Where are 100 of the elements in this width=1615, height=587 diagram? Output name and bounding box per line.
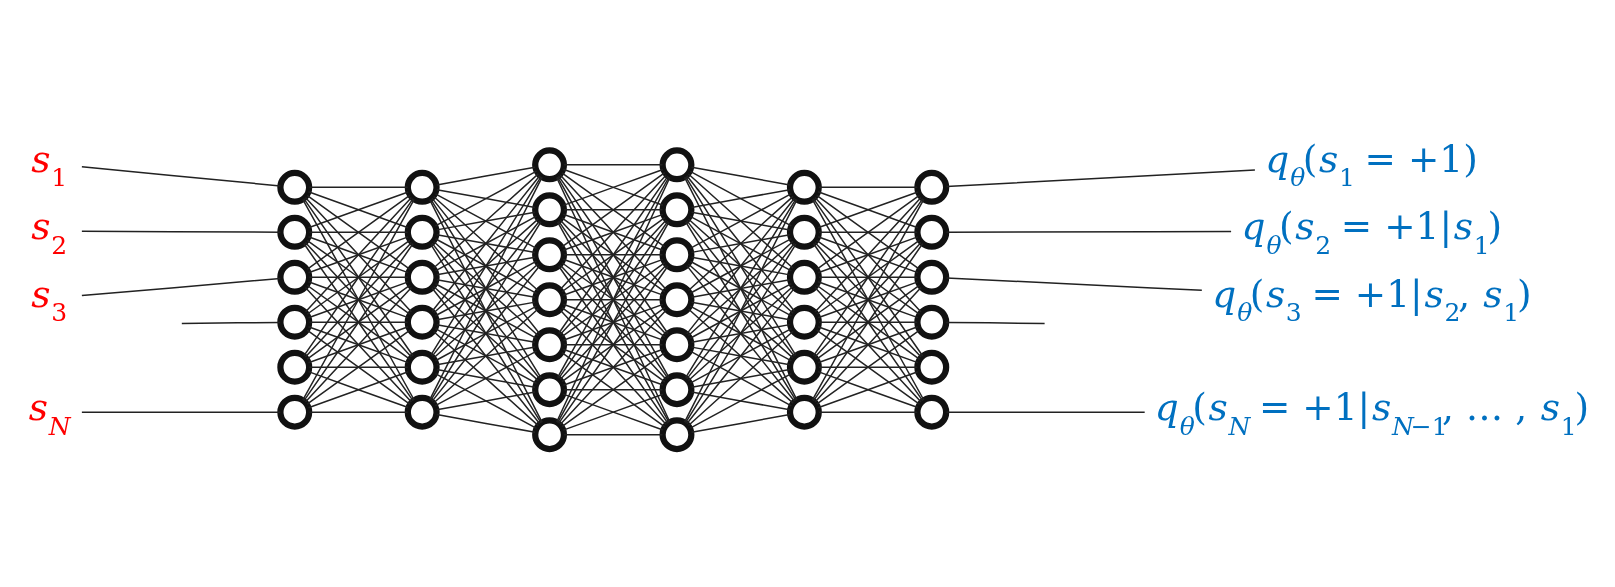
connector — [814, 196, 922, 313]
connector — [436, 256, 536, 276]
node-circle — [404, 304, 440, 340]
connector — [436, 166, 536, 186]
connector — [563, 209, 664, 211]
connector — [81, 411, 282, 413]
connector — [434, 170, 538, 227]
connector — [304, 286, 413, 403]
connector — [81, 277, 282, 297]
connector — [436, 211, 536, 231]
node-circle — [786, 349, 822, 385]
connector — [557, 175, 669, 335]
connector — [690, 413, 791, 433]
node-circle — [659, 417, 695, 453]
node-circle — [914, 349, 950, 385]
connector — [308, 186, 409, 189]
connector — [431, 175, 541, 313]
connector — [432, 218, 540, 314]
connector — [814, 286, 922, 403]
connector — [559, 309, 667, 426]
connector — [687, 195, 794, 292]
node-circle — [277, 304, 313, 340]
node-circle — [404, 394, 440, 430]
connector — [690, 211, 791, 231]
connector — [307, 281, 409, 319]
node-circle — [914, 259, 950, 295]
connector — [430, 220, 542, 401]
node-circle — [532, 147, 568, 183]
connector — [945, 230, 1232, 233]
connector — [689, 372, 793, 429]
connector — [690, 278, 791, 299]
node-circle — [277, 349, 313, 385]
connector — [562, 348, 664, 386]
node-circle — [659, 372, 695, 408]
node-circle — [404, 349, 440, 385]
node-text: s$_{1}$ — [31, 136, 68, 193]
connector — [563, 299, 664, 301]
connector — [436, 301, 536, 321]
connector — [434, 350, 538, 407]
connector — [686, 197, 796, 335]
connector — [434, 327, 538, 385]
connector — [687, 285, 794, 382]
node-text: q$_{θ}$(s$_{1}$ = +1) — [1265, 136, 1478, 193]
connector — [81, 166, 282, 187]
connector — [690, 188, 791, 209]
connector — [431, 219, 541, 358]
connector — [559, 219, 667, 336]
connector — [690, 391, 791, 411]
connector — [814, 241, 922, 358]
connector — [817, 281, 919, 319]
connector — [689, 215, 793, 272]
connector — [690, 166, 791, 186]
node-text: s$_{3}$ — [31, 271, 68, 328]
connector — [81, 230, 282, 233]
node-circle — [277, 394, 313, 430]
connector — [308, 276, 409, 278]
node-circle — [914, 214, 950, 250]
node-circle — [532, 192, 568, 228]
connector — [302, 198, 415, 401]
connector — [556, 176, 670, 379]
connector — [434, 215, 538, 272]
connector — [432, 330, 540, 427]
connector — [690, 346, 791, 366]
connector — [559, 174, 667, 291]
connector — [432, 263, 540, 359]
connector — [690, 233, 791, 254]
connector — [181, 321, 281, 325]
connector — [563, 388, 664, 391]
connector — [817, 191, 919, 229]
connector — [431, 197, 541, 335]
connector — [689, 237, 793, 295]
connector — [811, 198, 925, 401]
connector — [818, 411, 918, 413]
connector — [434, 305, 538, 362]
node-circle — [277, 259, 313, 295]
connector — [686, 242, 796, 380]
connector — [430, 243, 542, 424]
node-circle — [404, 259, 440, 295]
connector — [689, 327, 793, 384]
connector — [432, 173, 540, 269]
node-circle — [786, 214, 822, 250]
connector — [812, 242, 924, 402]
connector — [436, 233, 536, 254]
connector — [563, 164, 664, 166]
connector — [434, 193, 538, 250]
connector — [429, 176, 543, 401]
connector — [686, 264, 796, 402]
node-text: s$_{N}$ — [28, 385, 71, 441]
connector — [945, 411, 1146, 413]
connector — [307, 236, 409, 274]
connector — [687, 330, 794, 427]
connector — [689, 282, 793, 339]
connector — [684, 243, 797, 424]
connector — [430, 175, 542, 356]
connector — [307, 191, 409, 229]
connector — [683, 198, 798, 423]
node-circle — [532, 372, 568, 408]
connector — [686, 287, 796, 425]
node-circle — [786, 169, 822, 205]
connector — [818, 366, 918, 368]
